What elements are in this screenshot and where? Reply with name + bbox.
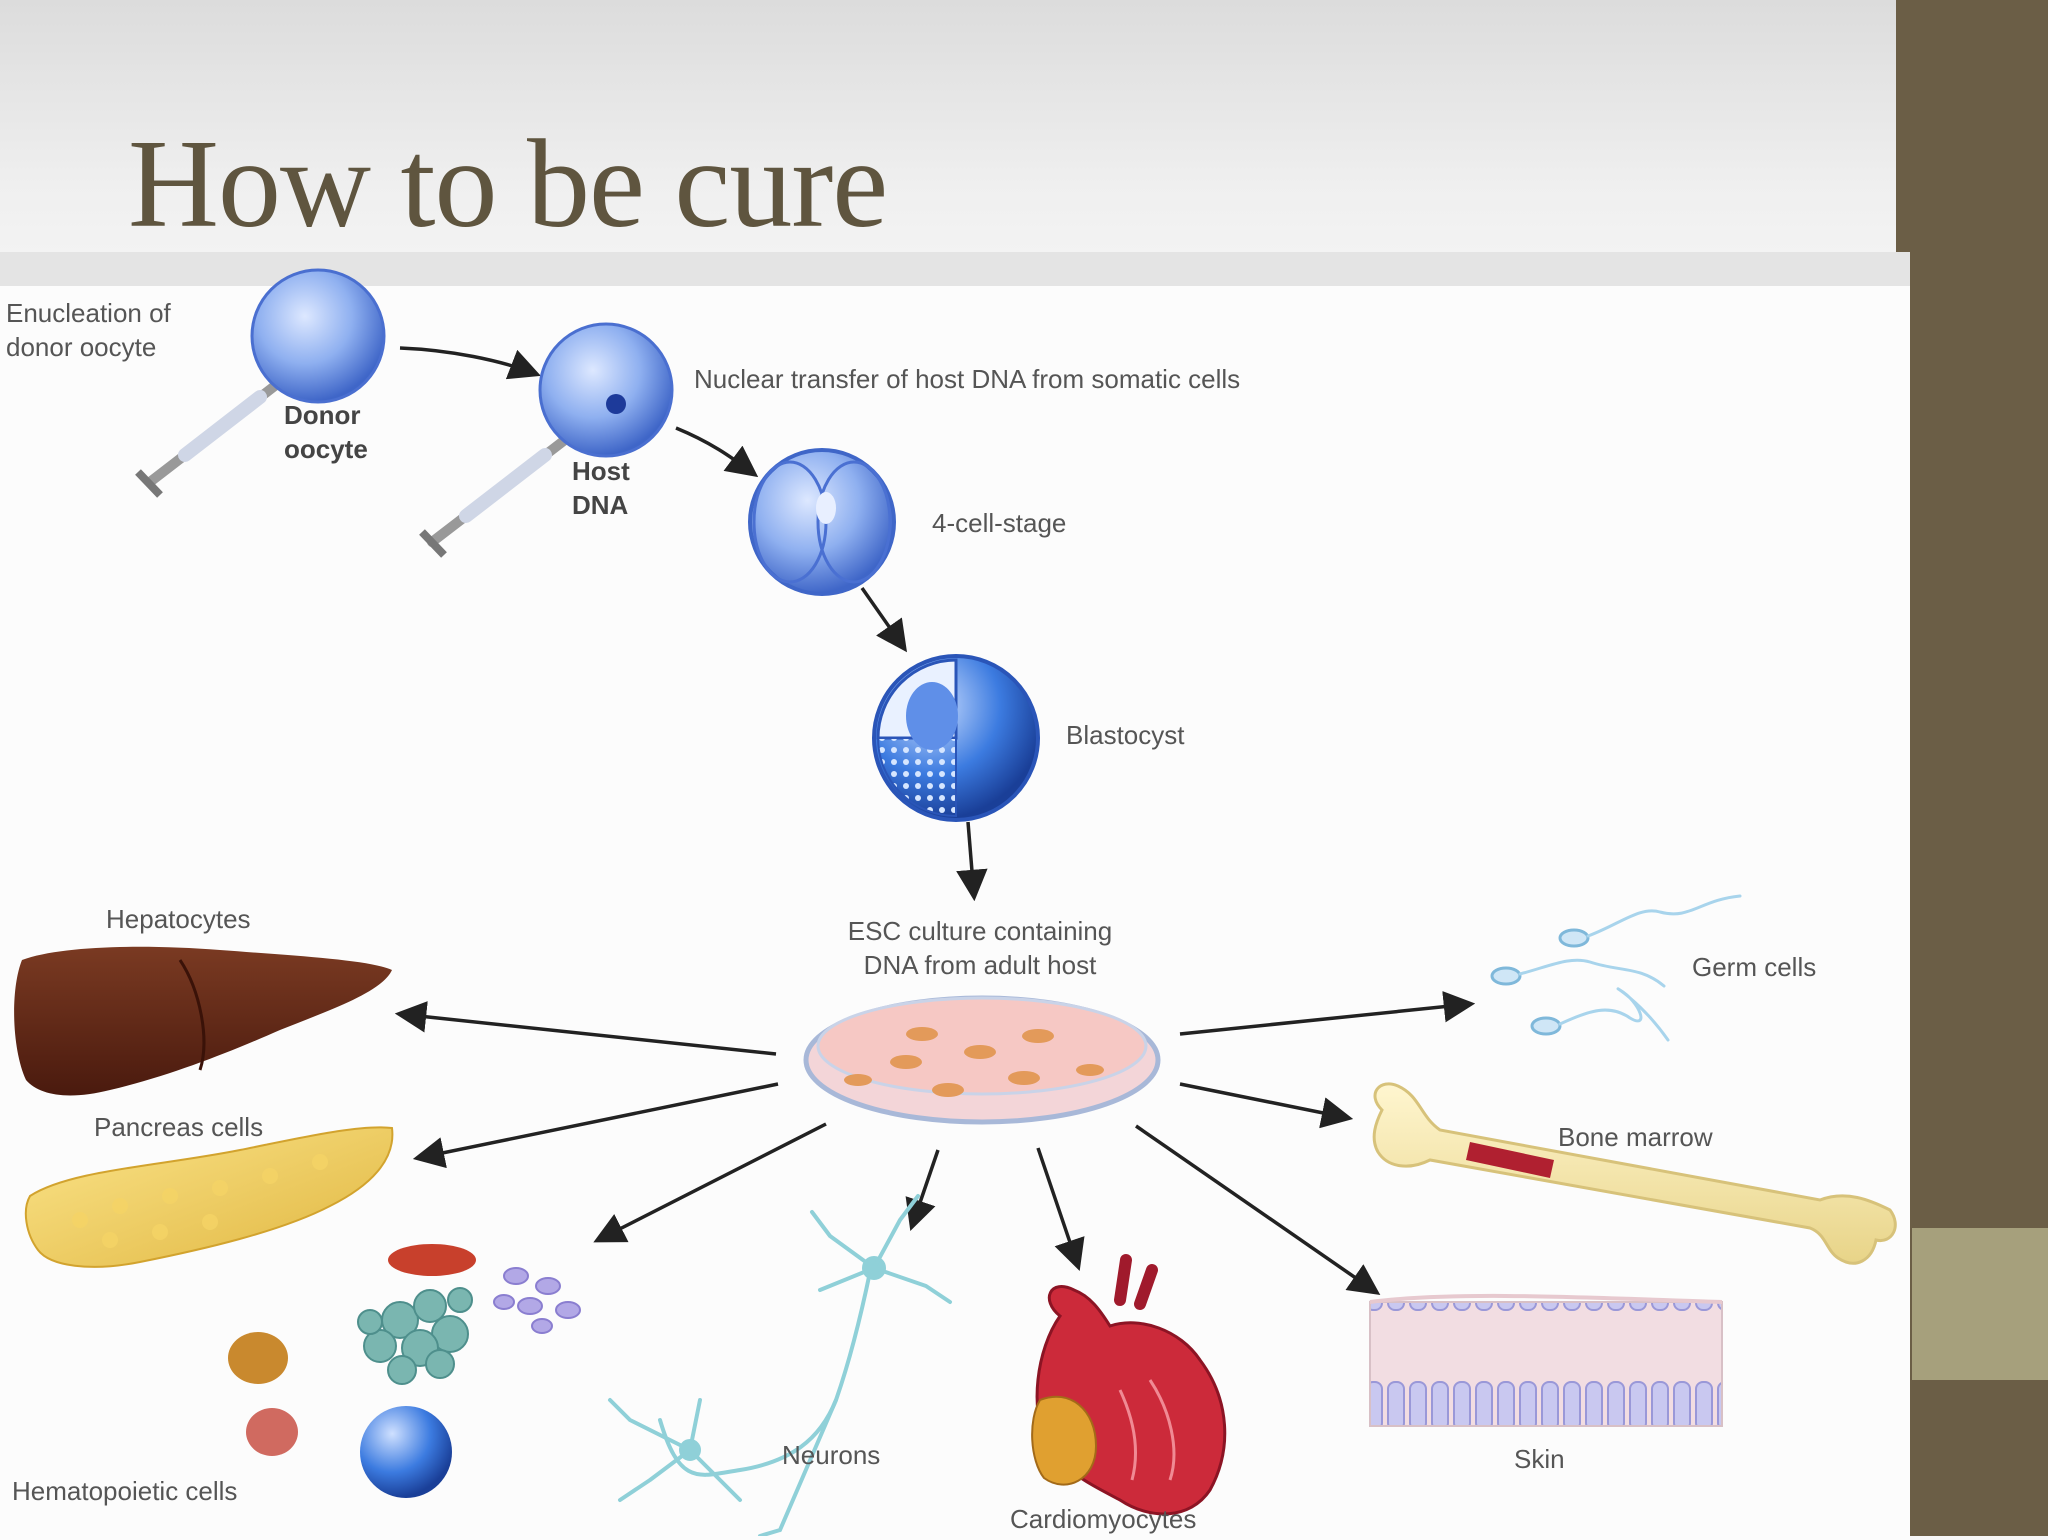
label-enucleation-line2: donor oocyte <box>6 332 156 362</box>
label-esc-line2: DNA from adult host <box>864 950 1097 980</box>
label-enucleation-line1: Enucleation of <box>6 298 172 328</box>
label-pancreas: Pancreas cells <box>94 1112 263 1142</box>
label-donor-line1: Donor <box>284 400 361 430</box>
label-skin: Skin <box>1514 1444 1565 1474</box>
label-esc-line1: ESC culture containing <box>848 916 1112 946</box>
arrow-to-host <box>399 346 541 380</box>
label-host-line1: Host <box>572 456 630 486</box>
oocyte-icon <box>538 322 674 458</box>
label-hepatocytes: Hepatocytes <box>106 904 251 934</box>
label-blastocyst: Blastocyst <box>1066 720 1185 750</box>
arrow-to-esc <box>956 821 988 902</box>
label-cardiomyocytes: Cardiomyocytes <box>1010 1504 1196 1534</box>
label-4-cell-stage: 4-cell-stage <box>932 508 1066 538</box>
arrow-to-blastocyst <box>860 586 908 653</box>
blood-cells-icon <box>228 1244 581 1498</box>
oocyte-icon <box>250 268 386 404</box>
skin-tissue-icon <box>1369 1293 1723 1427</box>
heart-icon <box>1031 1254 1227 1516</box>
slide-title: How to be cure <box>128 115 888 254</box>
arrow-to-4cell <box>675 426 759 478</box>
petri-dish-icon <box>803 995 1161 1125</box>
pancreas-icon <box>24 1126 394 1268</box>
side-decoration-accent <box>1912 1228 2048 1380</box>
differentiation-arrows <box>394 991 1476 1295</box>
bone-icon <box>1372 1082 1897 1265</box>
label-germ-cells: Germ cells <box>1692 952 1816 982</box>
blastocyst-icon <box>872 654 1040 822</box>
label-bone-marrow: Bone marrow <box>1558 1122 1713 1152</box>
liver-icon <box>14 946 392 1096</box>
neuron-icon <box>608 1194 952 1536</box>
label-hematopoietic: Hematopoietic cells <box>12 1476 237 1506</box>
label-donor-line2: oocyte <box>284 434 368 464</box>
label-nuclear-transfer: Nuclear transfer of host DNA from somati… <box>694 364 1240 394</box>
four-cell-embryo-icon <box>748 448 896 596</box>
label-neurons: Neurons <box>782 1440 880 1470</box>
syringe-icon <box>419 431 575 558</box>
label-host-line2: DNA <box>572 490 629 520</box>
sperm-icon <box>1490 894 1742 1042</box>
